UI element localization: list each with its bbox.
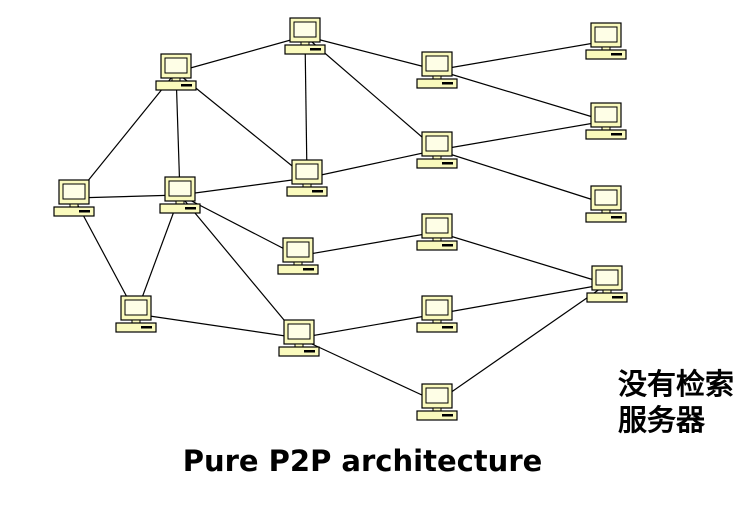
network-link [179, 177, 308, 196]
no-index-server-note: 没有检索 服务器 [618, 366, 734, 438]
network-link [436, 69, 607, 122]
desktop-computer-icon [585, 185, 627, 223]
network-links [73, 35, 608, 403]
desktop-computer-icon [586, 265, 628, 303]
network-link [304, 35, 438, 71]
network-link [135, 194, 181, 315]
network-link [298, 313, 438, 339]
desktop-computer-icon [416, 213, 458, 251]
network-link [135, 313, 300, 339]
network-link [297, 231, 438, 257]
network-link [436, 283, 608, 315]
note-line-2: 服务器 [618, 403, 706, 437]
network-link [73, 71, 177, 199]
note-line-1: 没有检索 [618, 367, 735, 401]
desktop-computer-icon [53, 179, 95, 217]
network-link [436, 120, 607, 151]
network-link [175, 35, 306, 73]
network-link [304, 35, 308, 179]
network-link [304, 35, 438, 151]
network-link [436, 40, 607, 71]
desktop-computer-icon [416, 295, 458, 333]
desktop-computer-icon [278, 319, 320, 357]
desktop-computer-icon [416, 51, 458, 89]
desktop-computer-icon [155, 53, 197, 91]
network-link [306, 149, 438, 179]
network-peers [53, 17, 628, 421]
network-link [298, 337, 438, 403]
network-link [436, 149, 607, 205]
network-link [175, 71, 308, 179]
network-link [436, 283, 608, 403]
network-link [179, 194, 300, 339]
desktop-computer-icon [585, 22, 627, 60]
network-link [436, 231, 608, 285]
network-link [175, 71, 181, 196]
desktop-computer-icon [115, 295, 157, 333]
desktop-computer-icon [277, 237, 319, 275]
network-link [73, 194, 181, 199]
network-link [73, 197, 137, 315]
desktop-computer-icon [159, 176, 201, 214]
desktop-computer-icon [284, 17, 326, 55]
desktop-computer-icon [286, 159, 328, 197]
desktop-computer-icon [585, 102, 627, 140]
diagram-caption: Pure P2P architecture [182, 444, 543, 478]
desktop-computer-icon [416, 131, 458, 169]
desktop-computer-icon [416, 383, 458, 421]
